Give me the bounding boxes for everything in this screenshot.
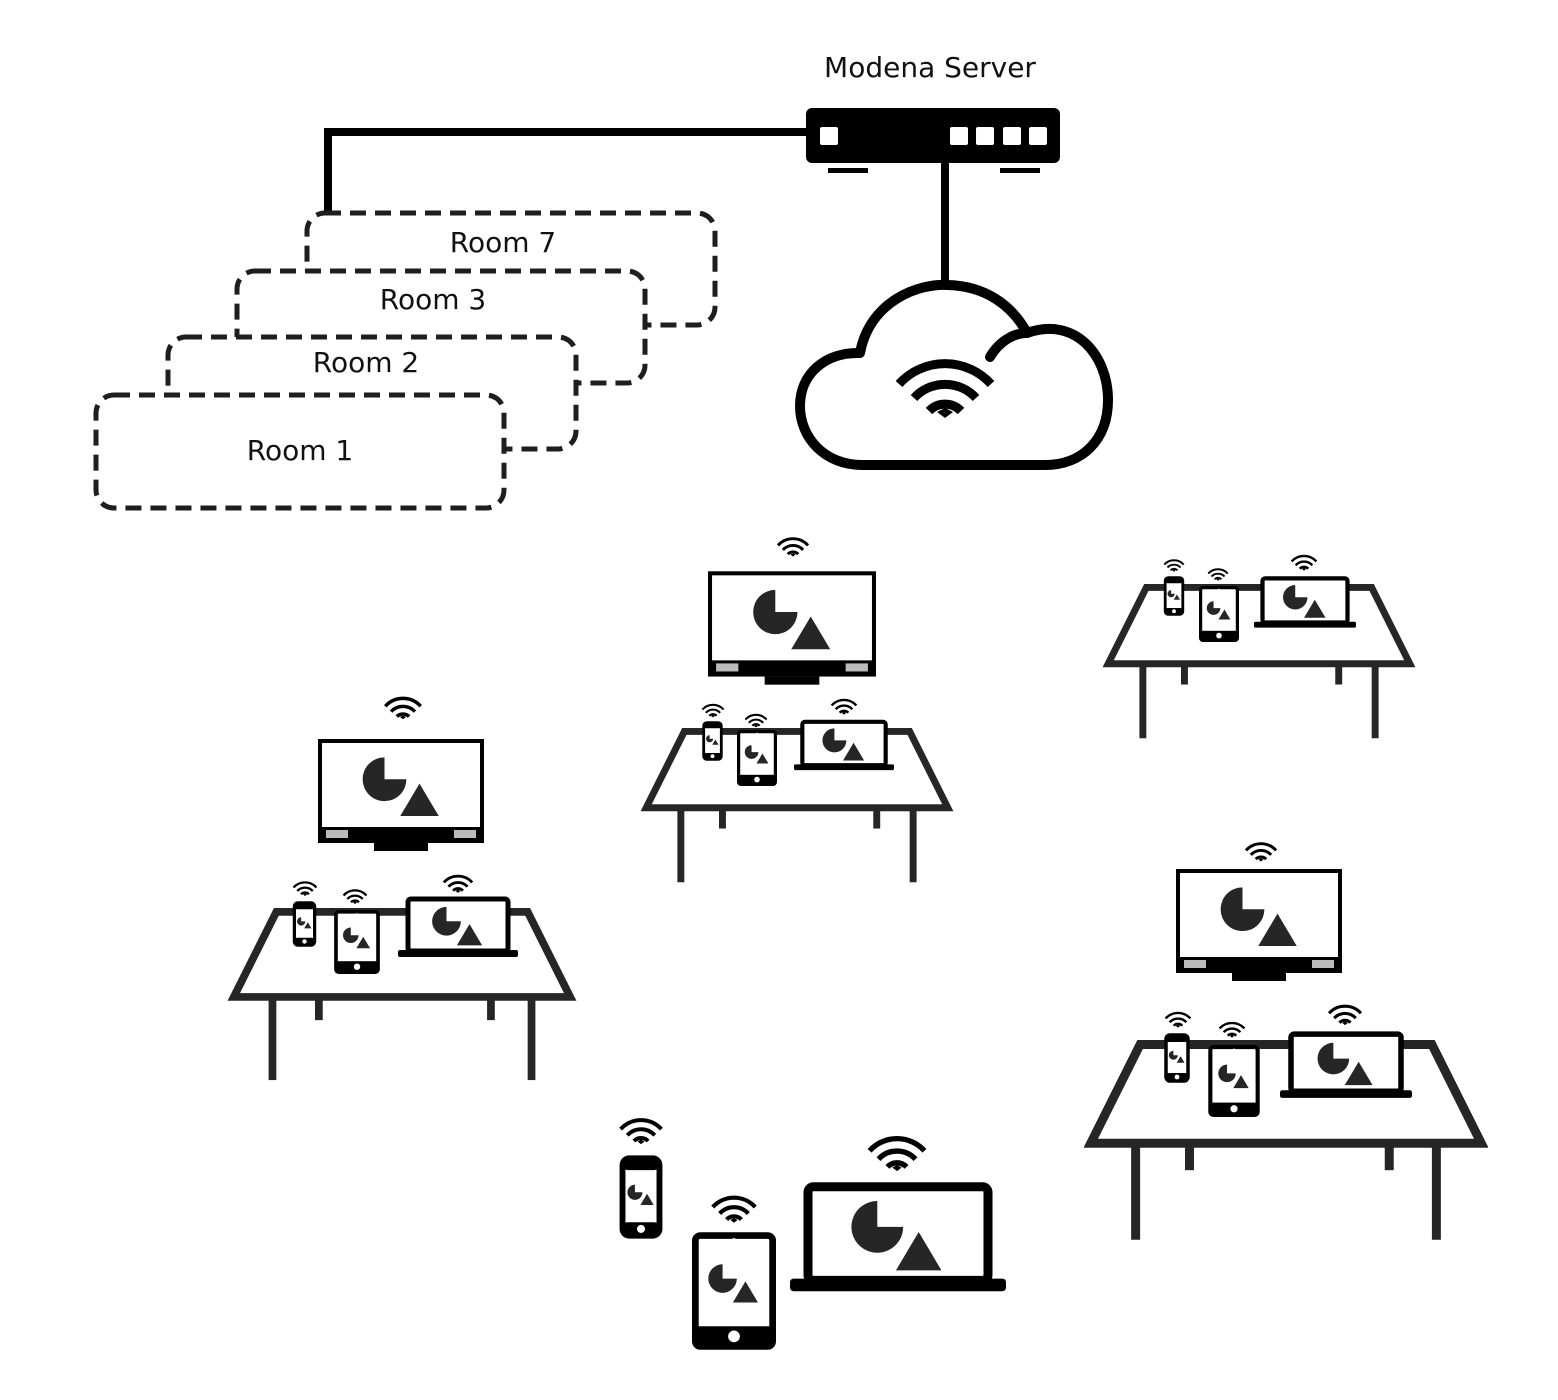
tablet-icon <box>1210 1047 1257 1115</box>
monitor-icon <box>320 741 482 851</box>
wifi-icon <box>621 1120 662 1144</box>
wifi-icon <box>744 713 768 729</box>
wifi-icon <box>1164 1011 1192 1030</box>
wifi-icon <box>1290 554 1318 573</box>
tablet-icon <box>695 1236 772 1347</box>
phone-icon <box>1166 1035 1188 1081</box>
wifi-icon <box>1218 1021 1246 1040</box>
wifi-icon <box>701 703 725 719</box>
phone-icon <box>623 1158 660 1235</box>
table-icon <box>1108 587 1410 738</box>
wifi-icon <box>713 1198 755 1223</box>
workstation-left[interactable] <box>234 698 570 1080</box>
router-icon <box>806 108 1060 173</box>
table-icon <box>1091 1044 1482 1239</box>
monitor-icon <box>1178 871 1340 981</box>
wifi-icon <box>442 874 474 895</box>
room-2-label: Room 2 <box>313 346 419 379</box>
workstation-right[interactable] <box>1091 841 1482 1240</box>
table-icon <box>646 731 948 882</box>
room-7-label: Room 7 <box>450 226 556 259</box>
tablet-icon <box>1201 588 1238 641</box>
tablet-icon <box>739 732 776 785</box>
laptop-icon <box>1280 1034 1412 1098</box>
room-1[interactable]: Room 1 <box>93 392 507 511</box>
laptop-icon <box>790 1187 1006 1291</box>
server-to-rooms-link <box>324 128 806 213</box>
monitor-icon <box>710 573 874 684</box>
laptop-icon <box>398 899 518 957</box>
wifi-icon <box>292 880 318 898</box>
standalone-devices[interactable] <box>621 1120 1006 1346</box>
server-node[interactable]: Modena Server <box>806 51 1060 173</box>
wifi-icon <box>1207 567 1229 583</box>
wifi-icon <box>776 536 810 559</box>
cloud-wifi-icon <box>795 279 1113 470</box>
wifi-icon <box>830 698 858 717</box>
wifi-icon <box>1329 1006 1361 1025</box>
wifi-icon <box>1163 558 1185 574</box>
table-icon <box>234 912 570 1080</box>
workstation-center[interactable] <box>646 536 948 883</box>
room-3-label: Room 3 <box>380 283 486 316</box>
room-1-label: Room 1 <box>247 434 353 467</box>
wifi-icon <box>870 1139 925 1171</box>
wifi-icon <box>342 888 368 906</box>
laptop-icon <box>794 722 894 770</box>
phone-icon <box>1165 578 1183 615</box>
wifi-icon <box>385 698 420 719</box>
workstation-top-right[interactable] <box>1108 554 1410 738</box>
server-label: Modena Server <box>824 51 1036 84</box>
phone-icon <box>704 723 722 760</box>
tablet-icon <box>336 912 378 972</box>
wifi-icon <box>1244 841 1278 864</box>
phone-icon <box>294 903 314 945</box>
laptop-icon <box>1254 578 1356 627</box>
